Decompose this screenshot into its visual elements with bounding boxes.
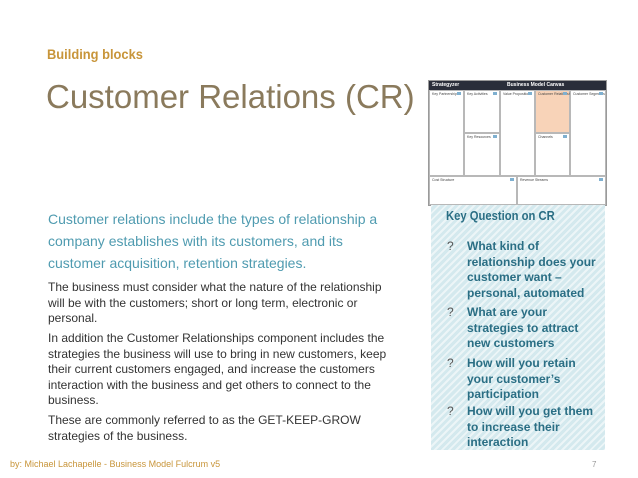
cell-icon bbox=[493, 135, 497, 138]
cell-customer-segments: Customer Segments bbox=[570, 90, 606, 176]
cell-label: Key Partnerships bbox=[432, 92, 459, 96]
business-model-canvas-thumbnail: Strategyzer Business Model Canvas Key Pa… bbox=[428, 80, 607, 206]
cell-icon bbox=[493, 92, 497, 95]
cell-label: Customer Segments bbox=[573, 92, 605, 96]
question-bullet: ? bbox=[447, 239, 454, 253]
cell-icon bbox=[457, 92, 461, 95]
cell-icon bbox=[510, 178, 514, 181]
key-question-text: What are your strategies to attract new … bbox=[467, 305, 579, 350]
canvas-header: Strategyzer Business Model Canvas bbox=[429, 81, 606, 90]
canvas-brand: Strategyzer bbox=[432, 82, 460, 88]
cell-icon bbox=[599, 178, 603, 181]
question-bullet: ? bbox=[447, 305, 454, 319]
cell-channels: Channels bbox=[535, 133, 570, 176]
paragraph-get-keep-grow: These are commonly referred to as the GE… bbox=[48, 413, 361, 443]
cell-icon bbox=[528, 92, 532, 95]
lead-paragraph: Customer relations include the types of … bbox=[48, 211, 378, 271]
cell-icon bbox=[599, 92, 603, 95]
question-bullet: ? bbox=[447, 404, 454, 418]
cell-label: Key Activities bbox=[467, 92, 488, 96]
cell-label: Revenue Streams bbox=[520, 178, 549, 182]
footer-credit: by: Michael Lachapelle - Business Model … bbox=[10, 459, 221, 469]
cell-key-activities: Key Activities bbox=[464, 90, 500, 133]
canvas-title: Business Model Canvas bbox=[507, 82, 565, 88]
cell-key-partners: Key Partnerships bbox=[429, 90, 464, 176]
paragraph-strategies: In addition the Customer Relationships c… bbox=[48, 331, 387, 407]
cell-label: Cost Structure bbox=[432, 178, 455, 182]
key-question-title: Key Question on CR bbox=[446, 209, 555, 223]
key-question-text: How will you retain your customer’s part… bbox=[467, 356, 576, 401]
cell-icon bbox=[563, 135, 567, 138]
cell-cost-structure: Cost Structure bbox=[429, 176, 517, 205]
paragraph-nature: The business must consider what the natu… bbox=[48, 280, 382, 325]
page-number: 7 bbox=[592, 460, 597, 469]
cell-customer-relationships: Customer Relationships bbox=[535, 90, 575, 133]
cell-label: Customer Relationships bbox=[538, 92, 576, 96]
cell-value-propositions: Value Propositions bbox=[500, 90, 535, 176]
cell-label: Channels bbox=[538, 135, 553, 139]
key-question-text: What kind of relationship does your cust… bbox=[467, 239, 596, 300]
cell-icon bbox=[563, 92, 567, 95]
page-title: Customer Relations (CR) bbox=[46, 78, 415, 115]
cell-key-resources: Key Resources bbox=[464, 133, 500, 176]
cell-revenue-streams: Revenue Streams bbox=[517, 176, 606, 205]
cell-label: Value Propositions bbox=[503, 92, 532, 96]
key-question-panel: Key Question on CR ? What kind of relati… bbox=[431, 205, 605, 450]
cell-label: Key Resources bbox=[467, 135, 491, 139]
key-question-text: How will you get them to increase their … bbox=[467, 404, 594, 449]
question-bullet: ? bbox=[447, 356, 454, 370]
section-label: Building blocks bbox=[47, 46, 143, 62]
